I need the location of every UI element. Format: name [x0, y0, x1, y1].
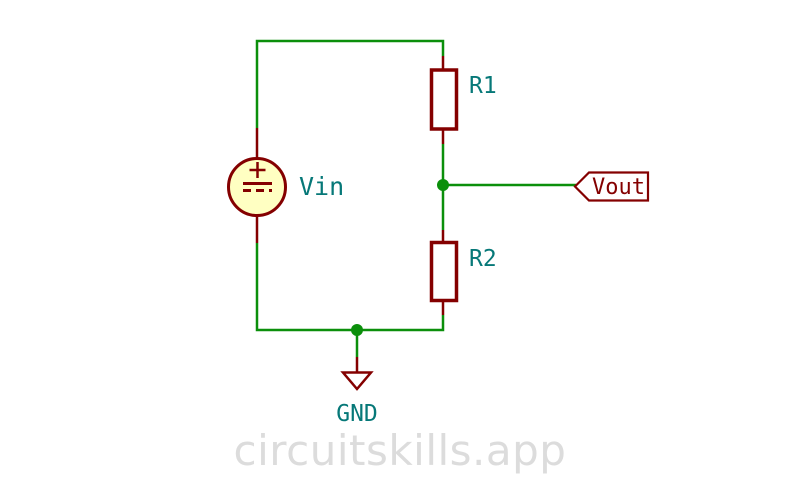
- vout-flag[interactable]: Vout: [573, 171, 650, 202]
- resistor-r2[interactable]: R2: [429, 230, 497, 315]
- resistor-r1-label: R1: [469, 73, 497, 99]
- resistor-r1[interactable]: R1: [429, 56, 497, 144]
- junction-dot: [437, 179, 449, 191]
- resistor-r2-label: R2: [469, 246, 497, 272]
- vout-label: Vout: [592, 175, 645, 200]
- wire-top-loop: [255, 39, 445, 128]
- resistor-r2-body: [429, 240, 459, 303]
- wire-bottom-loop: [255, 243, 445, 332]
- battery-bars-icon: [243, 182, 272, 192]
- resistor-r1-body: [429, 68, 459, 131]
- vout-flag-shape: [573, 171, 650, 202]
- voltage-source-label: Vin: [299, 172, 344, 201]
- ground-triangle-icon: [340, 371, 374, 391]
- ground-label: GND: [336, 401, 378, 427]
- wire-group: [255, 39, 576, 357]
- voltage-source-body: [227, 157, 287, 217]
- plus-icon: [249, 162, 266, 178]
- junction-dot: [351, 324, 363, 336]
- ground-symbol[interactable]: GND: [336, 357, 378, 427]
- voltage-source[interactable]: Vin: [227, 128, 345, 243]
